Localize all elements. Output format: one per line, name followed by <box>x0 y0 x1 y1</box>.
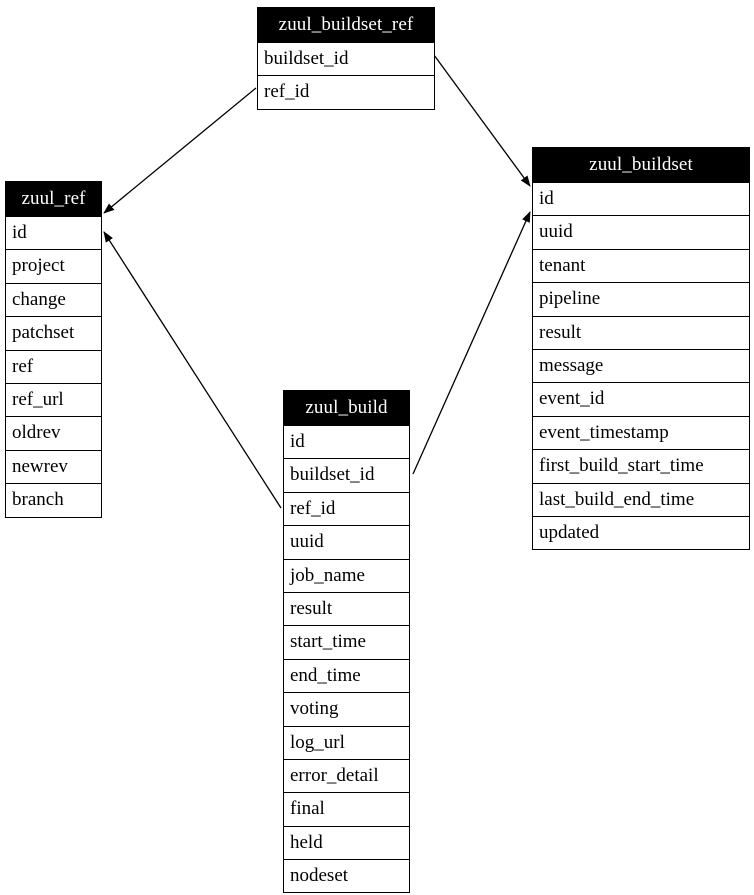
entity-title-zuul_build: zuul_build <box>284 391 409 425</box>
relationship-edge-buildset_ref-to-ref <box>103 87 257 214</box>
entity-field-zuul_build-buildset_id[interactable]: buildset_id <box>284 458 409 492</box>
entity-field-zuul_build-start_time[interactable]: start_time <box>284 625 409 659</box>
entity-field-zuul_ref-project[interactable]: project <box>6 249 101 283</box>
entity-field-zuul_buildset-uuid[interactable]: uuid <box>533 215 749 249</box>
entity-field-zuul_build-end_time[interactable]: end_time <box>284 658 409 693</box>
entity-field-zuul_buildset-first_build_start_time[interactable]: first_build_start_time <box>533 449 749 483</box>
entity-field-zuul_buildset-id[interactable]: id <box>533 182 749 216</box>
entity-field-zuul_buildset-event_id[interactable]: event_id <box>533 382 749 416</box>
entity-field-zuul_ref-newrev[interactable]: newrev <box>6 449 101 484</box>
entity-field-zuul_buildset-result[interactable]: result <box>533 315 749 349</box>
relationship-edge-build-to-buildset <box>412 211 531 475</box>
entity-field-zuul_build-voting[interactable]: voting <box>284 692 409 726</box>
entity-field-zuul_build-log_url[interactable]: log_url <box>284 725 409 759</box>
entity-field-zuul_build-uuid[interactable]: uuid <box>284 525 409 559</box>
entity-field-zuul_ref-id[interactable]: id <box>6 216 101 250</box>
entity-field-zuul_build-job_name[interactable]: job_name <box>284 558 409 592</box>
entity-field-zuul_buildset-last_build_end_time[interactable]: last_build_end_time <box>533 482 749 516</box>
entity-field-zuul_build-ref_id[interactable]: ref_id <box>284 491 409 526</box>
relationship-edge-buildset_ref-to-buildset <box>433 54 531 187</box>
entity-field-zuul_ref-patchset[interactable]: patchset <box>6 316 101 350</box>
entity-title-zuul_buildset_ref: zuul_buildset_ref <box>258 8 434 42</box>
entity-field-zuul_build-result[interactable]: result <box>284 591 409 626</box>
entity-field-zuul_buildset-pipeline[interactable]: pipeline <box>533 282 749 316</box>
entity-field-zuul_buildset-event_timestamp[interactable]: event_timestamp <box>533 415 749 450</box>
entity-field-zuul_build-nodeset[interactable]: nodeset <box>284 859 409 893</box>
entity-field-zuul_buildset-message[interactable]: message <box>533 348 749 383</box>
entity-field-zuul_ref-branch[interactable]: branch <box>6 483 101 517</box>
entity-field-zuul_build-error_detail[interactable]: error_detail <box>284 758 409 793</box>
entity-title-zuul_buildset: zuul_buildset <box>533 148 749 182</box>
entity-field-zuul_ref-ref_url[interactable]: ref_url <box>6 382 101 417</box>
entity-field-zuul_buildset_ref-buildset_id[interactable]: buildset_id <box>258 42 434 76</box>
entity-field-zuul_build-final[interactable]: final <box>284 792 409 826</box>
entity-field-zuul_ref-change[interactable]: change <box>6 282 101 317</box>
entity-field-zuul_build-held[interactable]: held <box>284 825 409 860</box>
entity-field-zuul_ref-oldrev[interactable]: oldrev <box>6 416 101 450</box>
entity-field-zuul_buildset-tenant[interactable]: tenant <box>533 248 749 283</box>
entity-field-zuul_buildset-updated[interactable]: updated <box>533 515 749 550</box>
entity-field-zuul_build-id[interactable]: id <box>284 425 409 459</box>
entity-title-zuul_ref: zuul_ref <box>6 182 101 216</box>
entity-field-zuul_ref-ref[interactable]: ref <box>6 349 101 383</box>
entity-field-zuul_buildset_ref-ref_id[interactable]: ref_id <box>258 75 434 109</box>
relationship-edge-build-to-ref <box>103 231 282 509</box>
